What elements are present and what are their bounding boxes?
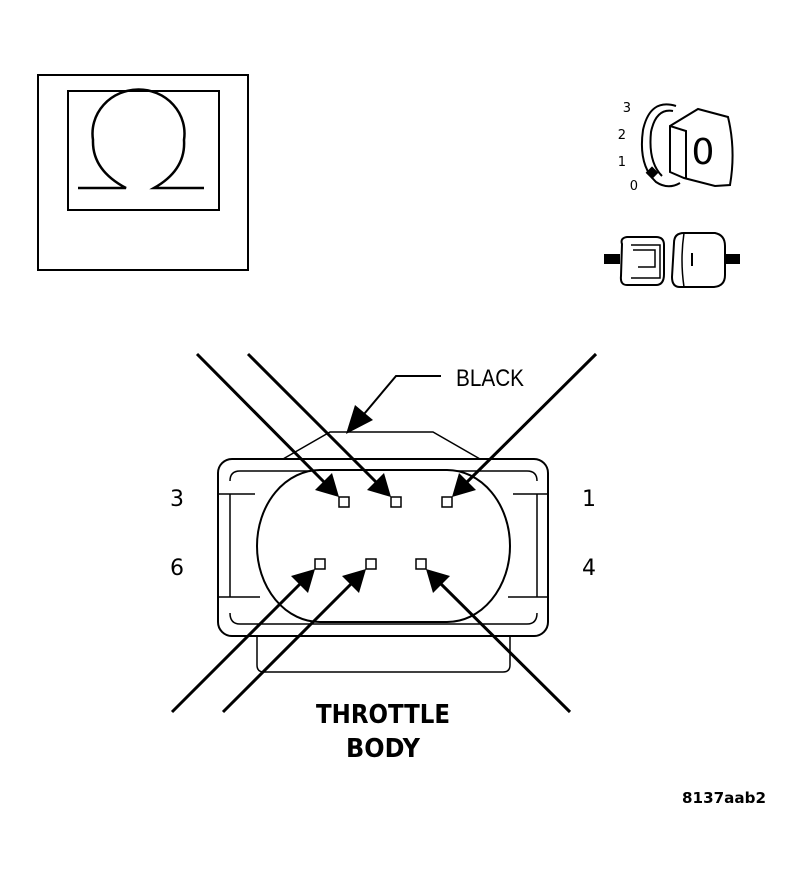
pin-4-terminal [415, 558, 427, 570]
ignition-key-label: 0 [692, 132, 715, 173]
ohmmeter-icon [37, 74, 249, 271]
connector-title-line1: THROTTLE [316, 700, 450, 730]
probe-arrow-pin-3 [195, 352, 330, 488]
probe-arrow-pin-1 [461, 352, 598, 488]
ignition-position-3: 3 [623, 101, 631, 116]
probe-arrows [170, 352, 598, 714]
pin-3-terminal [338, 496, 350, 508]
connector-disconnect-icon [604, 232, 740, 288]
ignition-key-icon: 3 2 1 0 0 [618, 101, 734, 194]
pin-label-4: 4 [582, 556, 596, 581]
pin-label-1: 1 [582, 487, 596, 512]
pin-6-terminal [314, 558, 326, 570]
ignition-position-1: 1 [618, 155, 626, 170]
pin-1-terminal [441, 496, 453, 508]
pin-2-terminal [390, 496, 402, 508]
probe-arrow-pin-5 [221, 578, 357, 714]
ignition-position-2: 2 [618, 128, 626, 143]
ignition-position-0: 0 [630, 179, 638, 194]
connector-color-callout: BLACK [346, 365, 524, 434]
figure-id: 8137aab2 [682, 789, 766, 807]
probe-arrow-pin-4 [435, 578, 572, 714]
probe-arrow-pin-6 [170, 578, 306, 714]
connector-title-line2: BODY [346, 734, 421, 764]
connector-pins [314, 496, 453, 570]
pin-label-3: 3 [170, 487, 184, 512]
connector-color-label: BLACK [456, 365, 524, 392]
probe-arrow-pin-2 [246, 352, 382, 488]
pin-5-terminal [365, 558, 377, 570]
pin-label-6: 6 [170, 556, 184, 581]
connector-housing [217, 431, 549, 673]
